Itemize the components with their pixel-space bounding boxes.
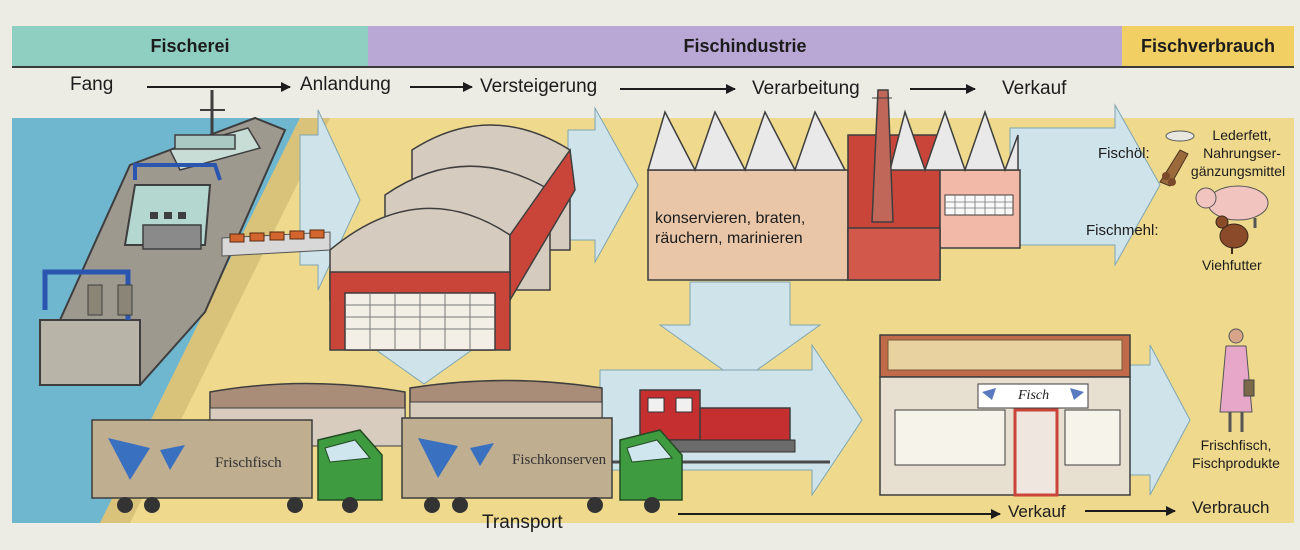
fischmehl-label: Fischmehl:	[1086, 222, 1159, 239]
factory-text-line2: räuchern, marinieren	[655, 230, 803, 247]
stage-verarbeitung: Verarbeitung	[752, 78, 860, 99]
conveyor-belt	[221, 229, 331, 257]
fischoel-label: Fischöl:	[1098, 145, 1150, 162]
fischindustrie-band: Fischindustrie	[368, 26, 1122, 68]
flow-arrow-shop-to-consumer	[1129, 344, 1191, 496]
frisch-label-line1: Frischfisch,	[1200, 437, 1272, 453]
fischmehl-use: Viehfutter	[1202, 257, 1262, 273]
truck1-label: Frischfisch	[215, 455, 282, 471]
truck2-label: Fischkonserven	[512, 452, 607, 468]
truck-frischfisch	[91, 419, 383, 513]
fischverbrauch-title: Fischverbrauch	[1140, 35, 1276, 56]
fish-oil-icon	[1159, 130, 1195, 187]
fish-shop	[879, 334, 1131, 497]
truck-fischkonserven	[401, 417, 683, 513]
auction-hall	[329, 124, 576, 351]
fishing-ship	[38, 90, 287, 386]
frisch-label-line2: Fischprodukte	[1192, 455, 1280, 471]
fischoel-use-line2: Nahrungser-	[1203, 145, 1281, 161]
flow-arrow-factory-down	[658, 281, 822, 383]
stage-transport: Transport	[482, 512, 563, 533]
stage-anlandung: Anlandung	[300, 74, 391, 95]
shop-sign-label: Fisch	[1018, 388, 1050, 403]
factory-text-line1: konservieren, braten,	[655, 210, 806, 227]
fischoel-use-line3: gänzungsmittel	[1190, 163, 1286, 179]
stage-fang: Fang	[70, 74, 114, 95]
flow-arrow-factory-to-products	[1009, 103, 1161, 267]
red-locomotive	[600, 389, 830, 464]
processing-factory	[646, 89, 1021, 281]
fischerei-band: Fischerei	[12, 26, 368, 68]
fischoel-use-line1: Lederfett,	[1212, 127, 1272, 143]
fischerei-title: Fischerei	[150, 35, 230, 56]
flow-arrow-hall-to-factory	[567, 106, 639, 264]
stage-verbrauch: Verbrauch	[1192, 498, 1270, 517]
stage-verkauf-bottom: Verkauf	[1008, 502, 1066, 521]
fischverbrauch-band: Fischverbrauch	[1122, 26, 1294, 68]
consumer-woman	[1219, 328, 1255, 432]
stage-verkauf-top: Verkauf	[1002, 78, 1067, 99]
stage-versteigerung: Versteigerung	[480, 76, 598, 97]
chicken-icon	[1215, 215, 1249, 254]
fischindustrie-title: Fischindustrie	[683, 35, 807, 56]
